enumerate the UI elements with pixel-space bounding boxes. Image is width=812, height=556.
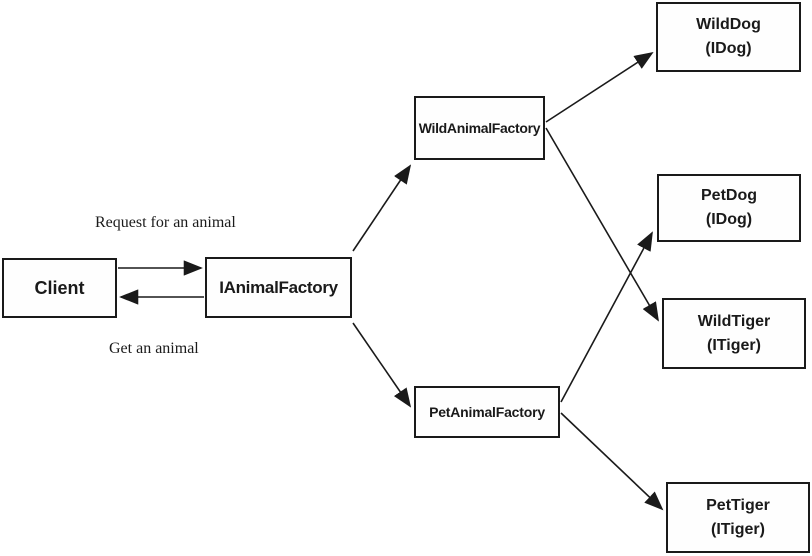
node-pettiger-label: PetTiger	[706, 496, 770, 514]
node-pettiger-interface-label: (ITiger)	[711, 520, 765, 538]
node-petanimalfactory: PetAnimalFactory	[414, 386, 560, 438]
node-wildtiger-label: WildTiger	[697, 312, 771, 330]
arrow-ianimalfactory-to-petanimalfactory	[352, 322, 412, 408]
arrow-wildanimalfactory-to-wildtiger	[545, 127, 659, 322]
node-client-label: Client	[34, 277, 85, 298]
node-client: Client	[2, 258, 117, 318]
node-pettiger: PetTiger (ITiger)	[666, 482, 810, 553]
node-wildanimalfactory: WildAnimalFactory	[414, 96, 545, 160]
node-ianimalfactory: IAnimalFactory	[205, 257, 352, 318]
edge-label-request-for-an-animal: Request for an animal	[95, 214, 236, 231]
node-wildtiger: WildTiger (ITiger)	[662, 298, 806, 369]
edge-label-get-an-animal: Get an animal	[109, 340, 199, 357]
node-wilddog-label: WildDog	[696, 16, 761, 33]
node-wilddog: WildDog (IDog)	[656, 2, 801, 72]
node-wildanimalfactory-label: WildAnimalFactory	[418, 120, 541, 136]
arrow-petanimalfactory-to-pettiger	[560, 412, 664, 511]
node-ianimalfactory-label: IAnimalFactory	[219, 277, 338, 297]
node-wilddog-interface-label: (IDog)	[705, 40, 752, 57]
arrow-ianimalfactory-to-wildanimalfactory	[352, 164, 412, 252]
node-petdog: PetDog (IDog)	[657, 174, 801, 242]
arrow-wildanimalfactory-to-wilddog	[545, 51, 654, 123]
node-wildtiger-interface-label: (ITiger)	[707, 336, 761, 354]
node-petanimalfactory-label: PetAnimalFactory	[429, 404, 545, 420]
arrow-petanimalfactory-to-petdog	[560, 231, 653, 403]
node-petdog-label: PetDog	[701, 187, 757, 204]
node-petdog-interface-label: (IDog)	[705, 211, 753, 228]
